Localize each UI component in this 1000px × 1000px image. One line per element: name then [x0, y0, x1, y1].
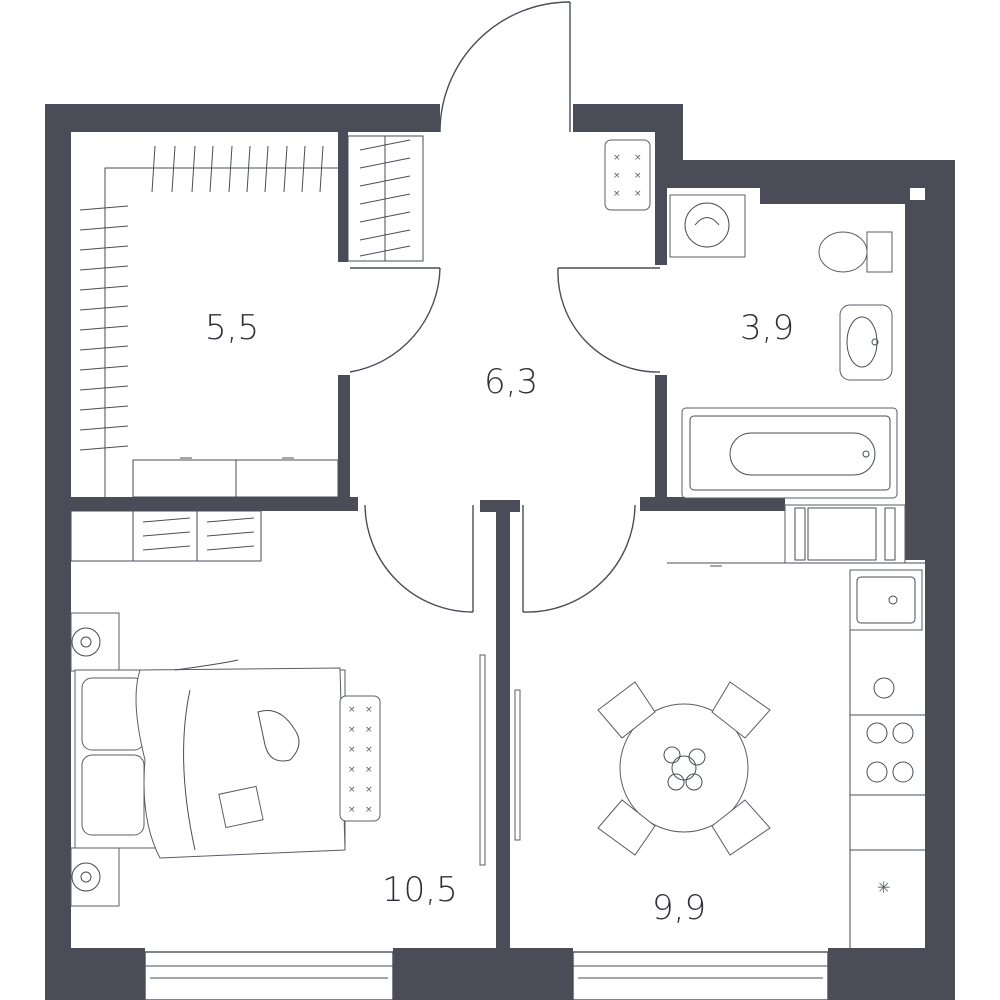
exterior-walls	[45, 104, 955, 1000]
svg-text:×: ×	[613, 153, 621, 163]
kitchen-furniture: ✳	[514, 504, 925, 950]
svg-text:×: ×	[613, 189, 621, 199]
svg-text:×: ×	[365, 745, 373, 755]
room-area-wardrobe: 5,5	[205, 308, 260, 348]
svg-text:×: ×	[348, 725, 356, 735]
bedroom-furniture: × × × × × × × × × × × ×	[70, 510, 486, 907]
svg-text:×: ×	[365, 705, 373, 715]
room-area-bedroom: 10,5	[382, 870, 458, 910]
svg-text:×: ×	[613, 171, 621, 181]
room-area-hall: 6,3	[484, 362, 539, 402]
room-area-kitchen: 9,9	[652, 888, 707, 928]
windows	[144, 951, 829, 1000]
svg-text:×: ×	[365, 805, 373, 815]
svg-text:✳: ✳	[877, 878, 890, 897]
svg-text:×: ×	[348, 805, 356, 815]
svg-text:×: ×	[348, 745, 356, 755]
svg-text:×: ×	[348, 765, 356, 775]
svg-text:×: ×	[365, 765, 373, 775]
svg-text:×: ×	[634, 153, 642, 163]
bathroom-furniture	[669, 194, 925, 499]
svg-text:×: ×	[634, 189, 642, 199]
hall-furniture: × × × × × ×	[604, 139, 651, 211]
doors	[349, 1, 661, 613]
svg-text:×: ×	[365, 725, 373, 735]
svg-text:×: ×	[365, 785, 373, 795]
room-area-bathroom: 3,9	[740, 308, 795, 348]
svg-text:×: ×	[348, 785, 356, 795]
svg-text:×: ×	[348, 705, 356, 715]
interior-walls	[45, 132, 925, 948]
svg-text:×: ×	[634, 171, 642, 181]
wardrobe-furniture	[79, 135, 424, 498]
